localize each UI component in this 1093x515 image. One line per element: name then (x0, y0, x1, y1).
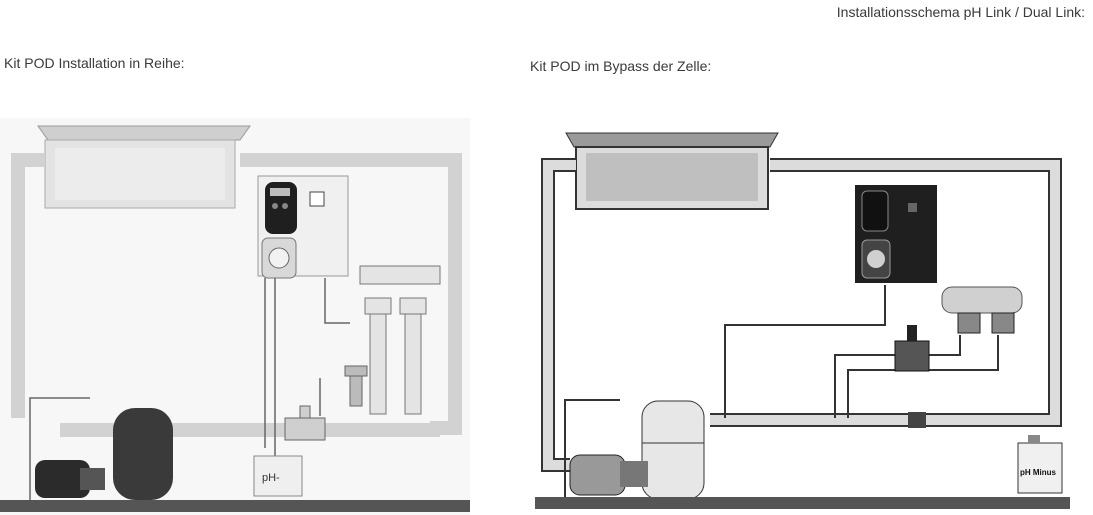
ground (0, 500, 470, 512)
diagram-bypass: pH Minus (535, 132, 1070, 509)
hoses (29, 278, 350, 510)
valve (284, 405, 326, 441)
diagram-caption-bypass: Kit POD im Bypass der Zelle: (530, 58, 712, 74)
pipe-union (908, 412, 926, 428)
pool (37, 125, 251, 209)
ph-tank: pH Minus (1017, 435, 1063, 494)
diagram-caption-series: Kit POD Installation in Reihe: (4, 55, 185, 71)
controller-unit (855, 185, 937, 283)
electrolysis-cell (941, 286, 1023, 334)
controller-unit (257, 175, 349, 279)
bypass-valve (894, 325, 930, 372)
filter (113, 408, 173, 500)
ph-probe (344, 365, 368, 407)
diagram-series: pH- (0, 118, 470, 515)
drain-line (564, 399, 620, 507)
electrolysis-cell (359, 265, 441, 415)
pump (569, 454, 648, 496)
ground (535, 497, 1070, 509)
filter (641, 400, 705, 500)
page-title: Installationsschema pH Link / Dual Link: (836, 4, 1085, 20)
ph-tank-label: pH- (262, 472, 280, 484)
pump (35, 460, 105, 498)
main-pipe (541, 158, 1062, 472)
ph-tank: pH- (253, 455, 303, 497)
ph-tank-label: pH Minus (1020, 468, 1057, 477)
pool (565, 132, 779, 210)
